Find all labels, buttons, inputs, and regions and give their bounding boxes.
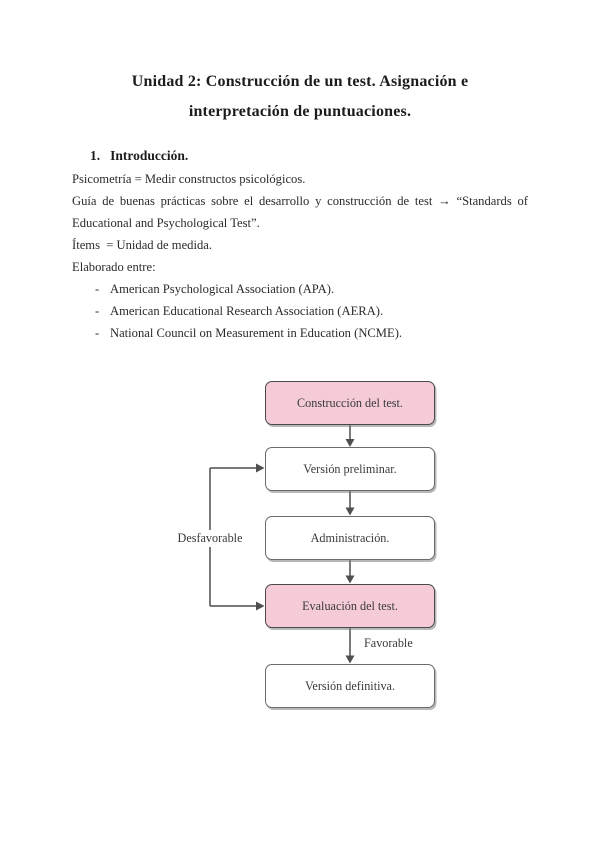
section-heading-text: Introducción.	[110, 148, 189, 163]
list-item-text: American Educational Research Associatio…	[110, 304, 384, 318]
list-item-text: National Council on Measurement in Educa…	[110, 326, 403, 340]
intro-line: Elaborado entre:	[72, 260, 156, 274]
section-heading: 1. Introducción.	[90, 148, 188, 164]
flow-node-label: Versión preliminar.	[303, 461, 397, 476]
flow-node-version-definitiva: Versión definitiva.	[265, 664, 435, 708]
list-item-text: American Psychological Association (APA)…	[110, 282, 335, 296]
intro-paragraphs: Psicometría = Medir constructos psicológ…	[72, 168, 528, 344]
bullet-dash: -	[95, 282, 100, 296]
intro-line: Ítems = Unidad de medida.	[72, 238, 213, 252]
edge-label-favorable: Favorable	[364, 636, 413, 651]
intro-line: Guía de buenas prácticas sobre el desarr…	[72, 194, 528, 208]
flow-node-label: Construcción del test.	[297, 395, 403, 410]
list-item: -American Psychological Association (APA…	[72, 278, 528, 300]
bullet-dash: -	[95, 304, 100, 318]
edge-label-desfavorable: Desfavorable	[172, 530, 248, 547]
flow-node-construccion-del-test: Construcción del test.	[265, 381, 435, 425]
bullet-dash: -	[95, 326, 100, 340]
intro-line: Psicometría = Medir constructos psicológ…	[72, 172, 306, 186]
section-number: 1.	[90, 148, 101, 163]
page-title-line-1: Unidad 2: Construcción de un test. Asign…	[131, 73, 469, 90]
flow-node-label: Versión definitiva.	[304, 678, 396, 693]
page-title: Unidad 2: Construcción de un test. Asign…	[0, 67, 600, 127]
intro-line: Educational and Psychological Test”.	[72, 216, 260, 230]
flow-node-label: Evaluación del test.	[302, 598, 398, 613]
list-item: -American Educational Research Associati…	[72, 300, 528, 322]
flow-node-administracion: Administración.	[265, 516, 435, 560]
flow-node-version-preliminar: Versión preliminar.	[265, 447, 435, 491]
page-title-line-2: interpretación de puntuaciones.	[188, 103, 412, 120]
flow-node-label: Administración.	[310, 530, 390, 545]
flow-node-evaluacion-del-test: Evaluación del test.	[265, 584, 435, 628]
list-item: -National Council on Measurement in Educ…	[72, 322, 528, 344]
